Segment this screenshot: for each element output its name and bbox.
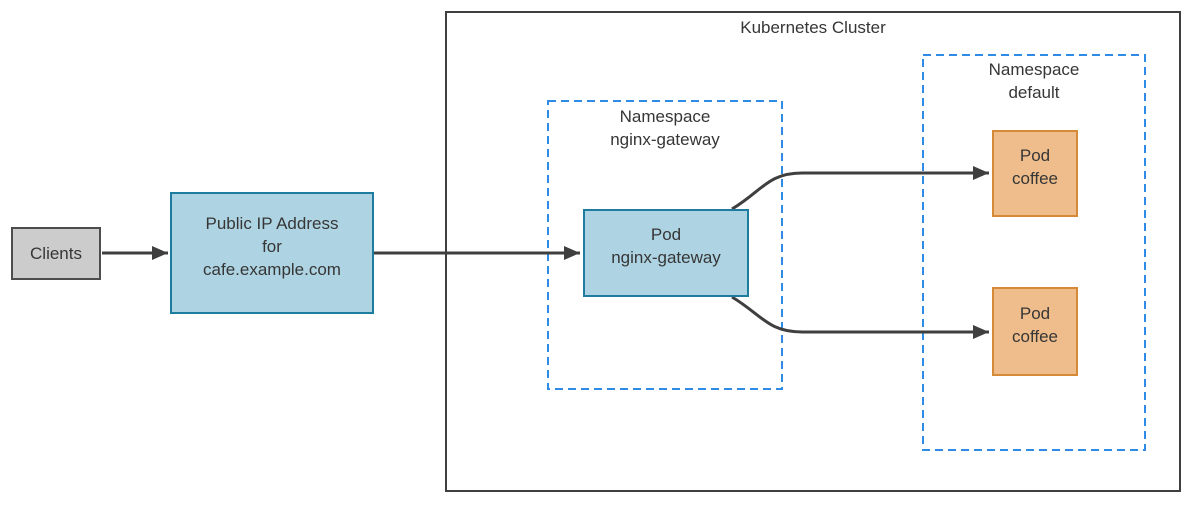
public-ip-address-node: Public IP Address for cafe.example.com	[170, 192, 374, 314]
namespace-default-label: Namespace default	[988, 60, 1080, 102]
namespace-nginx-gateway-label: Namespace nginx-gateway	[610, 107, 720, 149]
pod-coffee-node-1: Pod coffee	[992, 130, 1078, 217]
pod-coffee-node-2: Pod coffee	[992, 287, 1078, 376]
clients-node: Clients	[11, 227, 101, 280]
kubernetes-cluster-title: Kubernetes Cluster	[740, 18, 886, 37]
pod-nginx-gateway-node: Pod nginx-gateway	[583, 209, 749, 297]
